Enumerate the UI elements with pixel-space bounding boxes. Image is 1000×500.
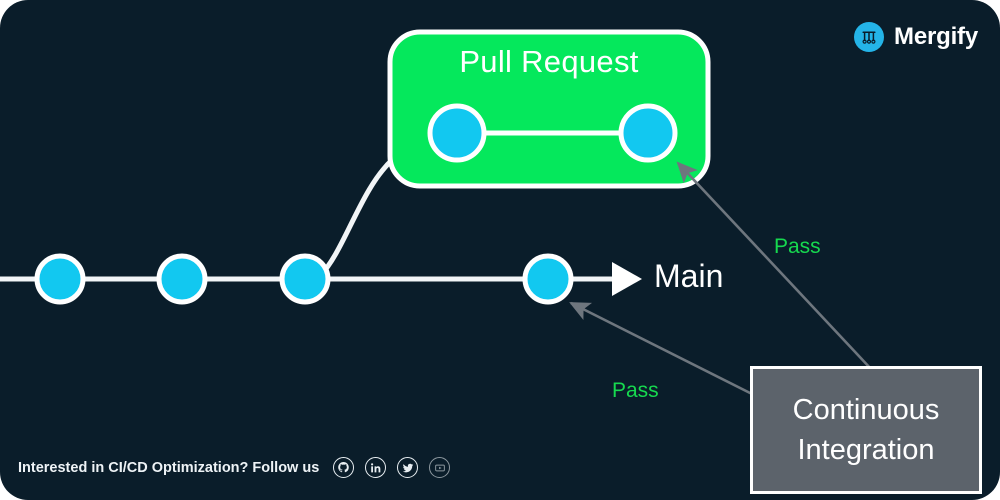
twitter-icon[interactable]	[397, 457, 419, 478]
github-icon[interactable]	[333, 457, 355, 478]
main-commit-2[interactable]	[156, 253, 208, 305]
brand-logo: Mergify	[854, 22, 978, 52]
ci-to-main-arrow	[569, 301, 757, 398]
pull-request-title: Pull Request	[459, 44, 639, 79]
ci-label-line-2: Integration	[797, 434, 935, 466]
continuous-integration-box: Continuous Integration	[750, 366, 982, 494]
main-commit-4[interactable]	[522, 253, 574, 305]
mergify-logo-icon	[854, 22, 885, 52]
main-branch-arrowhead	[612, 262, 642, 296]
video-icon[interactable]	[429, 457, 451, 478]
linkedin-icon[interactable]	[365, 457, 387, 478]
brand-name: Mergify	[894, 23, 978, 50]
ci-label-line-1: Continuous	[792, 393, 940, 426]
ci-to-pr-arrow	[676, 161, 873, 371]
main-commit-1[interactable]	[34, 253, 86, 305]
footer-text: Interested in CI/CD Optimization? Follow…	[18, 459, 320, 476]
main-commit-3[interactable]	[279, 253, 331, 305]
pass-label-main: Pass	[612, 379, 659, 402]
pass-label-pull-request: Pass	[774, 235, 821, 258]
pr-commit-2[interactable]	[618, 103, 678, 163]
pr-commit-1[interactable]	[427, 103, 487, 163]
footer-bar: Interested in CI/CD Optimization? Follow…	[18, 457, 451, 478]
main-branch-label: Main	[654, 258, 724, 294]
